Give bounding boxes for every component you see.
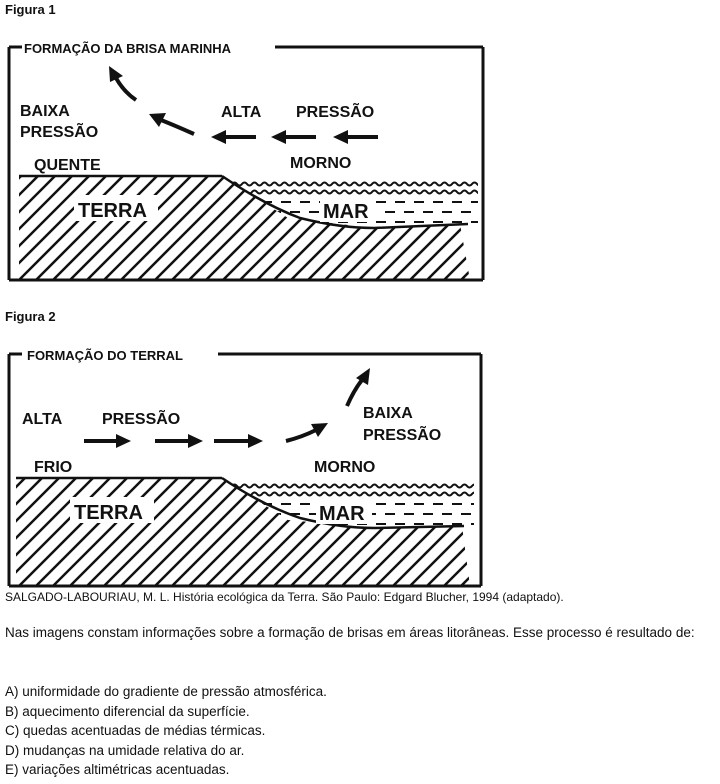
high-pressure-label-alta: ALTA (221, 104, 262, 121)
hatch-line (154, 176, 260, 280)
low-pressure-label-line1: BAIXA (20, 103, 70, 120)
answer-options: A) uniformidade do gradiente de pressão … (5, 682, 327, 780)
figure-1-sea-breeze-diagram: FORMAÇÃO DA BRISA MARINHA TERRA MAR QUEN… (0, 0, 720, 300)
option-e[interactable]: E) variações altimétricas acentuadas. (5, 762, 230, 777)
wind-arrow-2 (271, 130, 316, 144)
sea-temperature-label: MORNO (290, 155, 351, 172)
wind-arrows (84, 368, 370, 448)
hatch-line (16, 478, 43, 586)
wind-arrow-rising-1 (149, 113, 195, 136)
hatch-line (392, 176, 470, 280)
hatch-line (460, 478, 470, 586)
option-c[interactable]: C) quedas acentuadas de médias térmicas. (5, 723, 266, 738)
hatch-line (52, 478, 162, 586)
figure-2-land-breeze-diagram: FORMAÇÃO DO TERRAL TERRA MAR FRIO MORNO … (0, 300, 720, 590)
sea-label: MAR (323, 201, 369, 223)
figure-2-label: Figura 2 (5, 309, 56, 324)
hatch-line (171, 478, 281, 586)
hatch-line (392, 478, 470, 586)
low-pressure-label-line1: BAIXA (363, 405, 413, 422)
seabed-line (221, 174, 469, 230)
hatch-line (205, 176, 311, 280)
wind-arrow-3 (211, 130, 256, 144)
hatch-line (478, 478, 586, 586)
hatch-line (0, 478, 8, 586)
sea-label-bg (316, 500, 372, 524)
question-text: Nas imagens constam informações sobre a … (5, 625, 695, 640)
hatch-line (69, 176, 175, 280)
high-pressure-label-pressao: PRESSÃO (102, 408, 180, 428)
hatch-line (0, 176, 4, 280)
wave-line (222, 189, 478, 195)
low-pressure-label-line2: PRESSÃO (363, 424, 441, 444)
hatch-line (426, 176, 470, 280)
hatch-line (19, 176, 39, 280)
hatch-line (478, 176, 582, 280)
land-label-bg (74, 195, 158, 221)
wind-arrow-3 (214, 434, 263, 448)
hatch-line (35, 478, 145, 586)
figure-1-label: Figura 1 (5, 2, 56, 17)
sea-label-bg (320, 198, 376, 222)
hatch-line (137, 176, 243, 280)
hatch-line (103, 176, 209, 280)
sea-label: MAR (319, 503, 365, 525)
diagram-frame (7, 45, 485, 282)
hatch-line (16, 478, 94, 586)
high-pressure-label-pressao: PRESSÃO (296, 101, 374, 121)
wind-arrow-1 (333, 130, 378, 144)
wind-arrow-1 (84, 434, 131, 448)
hatch-line (443, 478, 470, 586)
hatch-line (120, 478, 230, 586)
hatch-line (19, 176, 90, 280)
hatch-line (19, 176, 73, 280)
hatch-line (86, 176, 192, 280)
option-b[interactable]: B) aquecimento diferencial da superfície… (5, 703, 250, 719)
hatch-line (103, 478, 213, 586)
land-hatching (0, 176, 582, 280)
hatch-line (19, 176, 124, 280)
wind-arrows (109, 66, 378, 144)
hatch-line (120, 176, 226, 280)
hatch-line (19, 176, 56, 280)
option-a[interactable]: A) uniformidade do gradiente de pressão … (5, 684, 327, 699)
wave-line (222, 491, 474, 497)
high-pressure-label-alta: ALTA (22, 411, 63, 428)
hatch-line (443, 176, 470, 280)
hatch-line (154, 478, 264, 586)
hatch-line (18, 478, 128, 586)
hatch-line (19, 176, 107, 280)
hatch-line (16, 478, 60, 586)
hatch-line (86, 478, 196, 586)
hatch-line (16, 478, 111, 586)
low-pressure-label-line2: PRESSÃO (20, 121, 98, 141)
land-temperature-label: QUENTE (34, 157, 101, 174)
citation: SALGADO-LABOURIAU, M. L. História ecológ… (5, 590, 564, 604)
figure-2-title: FORMAÇÃO DO TERRAL (27, 348, 183, 363)
land-label-bg (70, 497, 154, 523)
hatch-line (35, 176, 141, 280)
wind-arrow-rising-2 (345, 368, 370, 407)
hatch-line (52, 176, 158, 280)
land-temperature-label: FRIO (34, 459, 72, 476)
hatch-line (137, 478, 247, 586)
hatch-line (69, 478, 179, 586)
option-d[interactable]: D) mudanças na umidade relativa do ar. (5, 742, 245, 758)
figure-1-title: FORMAÇÃO DA BRISA MARINHA (24, 41, 232, 56)
hatch-line (171, 176, 277, 280)
wave-line (222, 483, 474, 489)
hatch-line (426, 478, 470, 586)
wind-arrow-rising-1 (285, 423, 328, 443)
wave-line (222, 181, 478, 187)
land-label: TERRA (74, 502, 143, 524)
wind-arrow-2 (155, 434, 203, 448)
hatch-line (16, 478, 77, 586)
wind-arrow-rising-2 (109, 66, 138, 102)
land-label: TERRA (78, 200, 147, 222)
sea-temperature-label: MORNO (314, 459, 375, 476)
